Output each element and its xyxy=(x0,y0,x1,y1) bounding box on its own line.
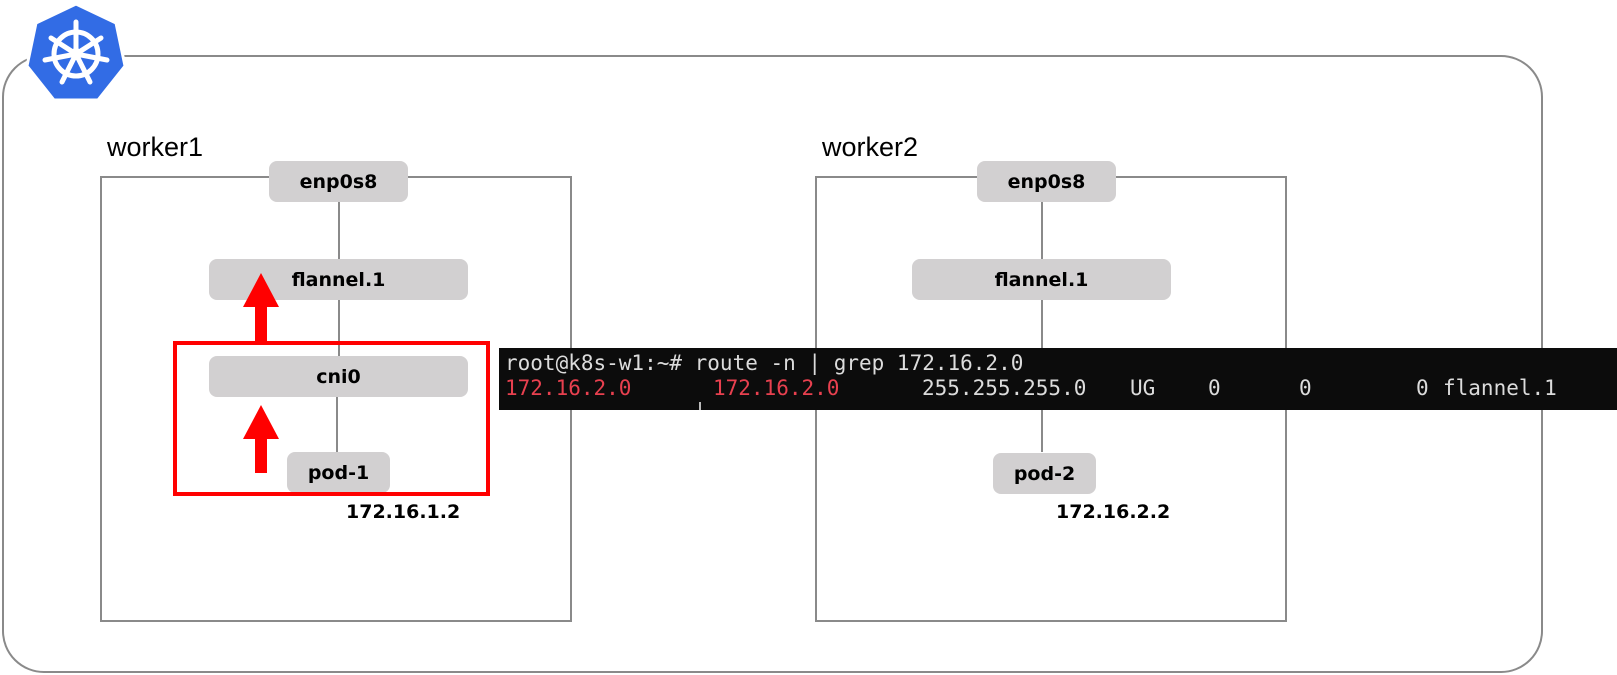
route-ref: 0 xyxy=(1299,376,1312,400)
route-gateway: 172.16.2.0 xyxy=(713,376,840,400)
packet-path-highlight-box xyxy=(173,341,490,496)
worker2-link-enp-flannel xyxy=(1041,200,1043,260)
worker2-flannel-interface: flannel.1 xyxy=(912,259,1171,300)
worker2-pod-ip: 172.16.2.2 xyxy=(1056,501,1171,523)
worker1-link-flannel-cni xyxy=(338,298,340,356)
arrow-up-icon xyxy=(243,273,279,343)
worker2-pod-2: pod-2 xyxy=(993,453,1096,494)
terminal-cursor xyxy=(699,402,701,410)
kubernetes-logo xyxy=(24,2,128,102)
arrow-up-icon xyxy=(243,405,279,473)
worker1-pod-ip: 172.16.1.2 xyxy=(346,501,461,523)
worker1-link-cni-pod xyxy=(336,396,338,452)
worker1-pod-1: pod-1 xyxy=(287,452,390,493)
worker1-enp0s8-interface: enp0s8 xyxy=(269,161,408,202)
worker1-link-enp-flannel xyxy=(338,200,340,260)
worker1-label: worker1 xyxy=(107,132,204,162)
arrow-up-cni-to-flannel xyxy=(241,273,281,343)
worker2-enp0s8-interface: enp0s8 xyxy=(977,161,1116,202)
route-metric: 0 xyxy=(1208,376,1221,400)
terminal-route-output: root@k8s-w1:~# route -n | grep 172.16.2.… xyxy=(499,348,1617,410)
arrow-up-pod-to-cni xyxy=(241,405,281,473)
route-use: 0 xyxy=(1416,376,1429,400)
route-flags: UG xyxy=(1130,376,1156,400)
worker1-cni0-interface: cni0 xyxy=(209,356,468,397)
kubernetes-helm-icon xyxy=(25,2,127,102)
terminal-route-row: 172.16.2.0 172.16.2.0 255.255.255.0 UG 0… xyxy=(499,375,1617,402)
route-iface: flannel.1 xyxy=(1443,376,1557,400)
terminal-command-line: root@k8s-w1:~# route -n | grep 172.16.2.… xyxy=(505,351,1024,375)
worker2-link-flannel-below xyxy=(1041,298,1043,348)
route-destination: 172.16.2.0 xyxy=(505,376,632,400)
route-genmask: 255.255.255.0 xyxy=(922,376,1087,400)
worker2-link-to-pod xyxy=(1041,410,1043,452)
worker2-label: worker2 xyxy=(822,132,919,162)
